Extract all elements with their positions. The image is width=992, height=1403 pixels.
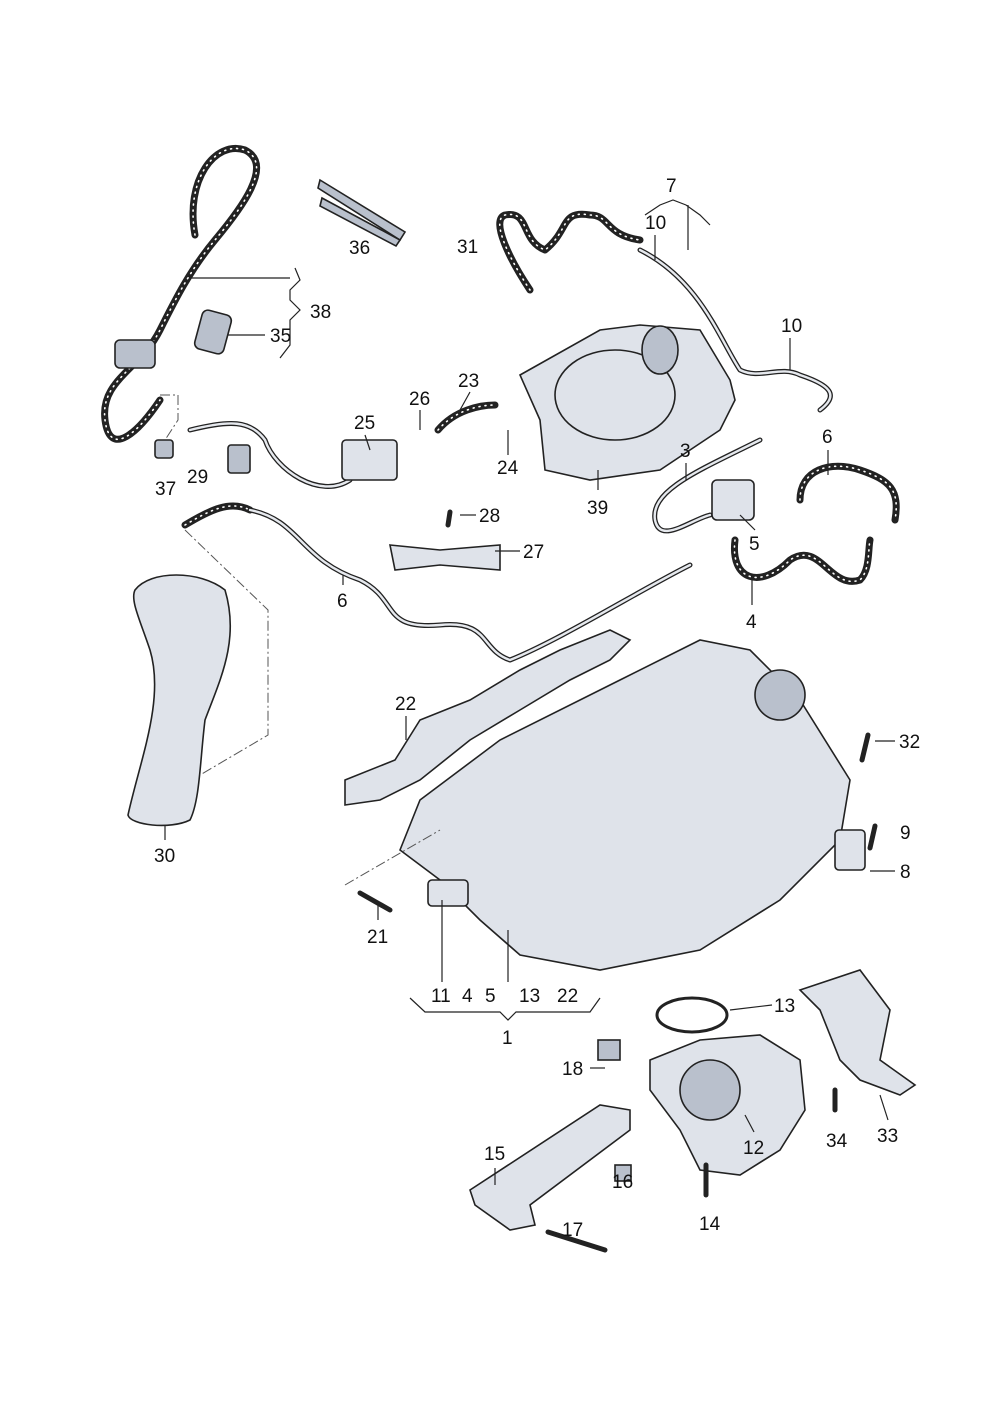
part-18-stud (597, 1039, 621, 1061)
part-5-valve (711, 479, 755, 521)
part-28-bolt (445, 509, 453, 528)
label-32: 32 (899, 732, 920, 753)
label-13: 13 (774, 996, 795, 1017)
label-33: 33 (877, 1126, 898, 1147)
label-15: 15 (484, 1144, 505, 1165)
throttle-bore (679, 1059, 741, 1121)
hose-23 (434, 401, 499, 434)
pipe-3 (652, 437, 763, 534)
label-35: 35 (270, 326, 291, 347)
label-group-5: 5 (485, 986, 496, 1007)
label-7: 7 (666, 176, 677, 197)
label-14: 14 (699, 1214, 721, 1235)
label-5: 5 (749, 534, 760, 555)
part-32-bolt (859, 732, 871, 763)
label-26: 26 (409, 389, 430, 410)
label-1: 1 (502, 1028, 513, 1049)
part-22-gasket (344, 629, 632, 806)
label-25: 25 (354, 413, 375, 434)
label-group-11: 11 (431, 986, 451, 1007)
label-group-4: 4 (462, 986, 473, 1007)
part-1-intake-manifold (399, 639, 851, 971)
label-10-right: 10 (781, 316, 802, 337)
part-37-clip (154, 439, 174, 459)
part-29-clip (227, 444, 251, 474)
label-17: 17 (562, 1220, 583, 1241)
alignment-line-30 (184, 529, 269, 776)
label-37: 37 (155, 479, 176, 500)
label-34: 34 (826, 1131, 848, 1152)
label-6-right: 6 (822, 427, 833, 448)
hose-4 (730, 536, 874, 585)
hose-31 (496, 210, 644, 294)
hose-38 (101, 145, 260, 443)
label-12: 12 (743, 1138, 764, 1159)
part-39-dome (554, 349, 676, 441)
part-33-bracket (798, 969, 917, 1096)
label-8: 8 (900, 862, 911, 883)
leader-lines (164, 199, 895, 1185)
connector-35-housing (114, 339, 156, 369)
part-21-bolt (357, 890, 393, 913)
part-35-connector (193, 309, 233, 355)
label-21: 21 (367, 927, 388, 948)
part-25-valve (341, 439, 398, 481)
part-27-bracket (389, 544, 501, 571)
hose-7 (637, 247, 833, 413)
part-11-sensor (427, 879, 469, 907)
label-4: 4 (746, 612, 757, 633)
label-3: 3 (680, 441, 691, 462)
manifold-port (754, 669, 806, 721)
part-30-air-duct (127, 574, 232, 827)
part-36-strips (317, 178, 407, 248)
label-18: 18 (562, 1059, 583, 1080)
part-9-bolt (867, 823, 878, 851)
part-39-port (641, 325, 679, 375)
part-8-sensor (834, 829, 866, 871)
label-group-13: 13 (519, 986, 540, 1007)
part-16-nut (614, 1164, 632, 1182)
label-36: 36 (349, 238, 370, 259)
label-23: 23 (458, 371, 479, 392)
part-13-o-ring (655, 996, 729, 1034)
label-38: 38 (310, 302, 331, 323)
pipe-6-left (181, 502, 693, 663)
label-24: 24 (497, 458, 519, 479)
label-group-22: 22 (557, 986, 578, 1007)
hose-6-right (796, 462, 900, 524)
label-29: 29 (187, 467, 208, 488)
label-39: 39 (587, 498, 608, 519)
label-6-left: 6 (337, 591, 348, 612)
label-28: 28 (479, 506, 500, 527)
label-31: 31 (457, 237, 478, 258)
label-22: 22 (395, 694, 416, 715)
label-27: 27 (523, 542, 544, 563)
part-15-support (469, 1104, 631, 1231)
label-30: 30 (154, 846, 175, 867)
part-17-bolt (545, 1229, 608, 1253)
alignment-line-21 (344, 829, 441, 886)
pipe-25-line (187, 420, 353, 489)
alignment-line-37 (160, 394, 179, 441)
label-9: 9 (900, 823, 911, 844)
label-10: 10 (645, 213, 666, 234)
label-16: 16 (612, 1172, 633, 1193)
